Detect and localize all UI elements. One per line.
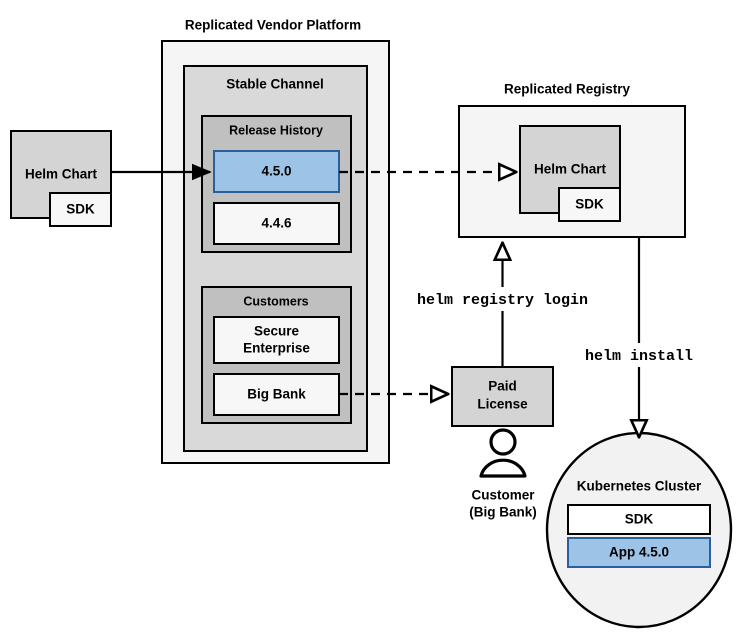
release-item-4-4-6-label: 4.4.6 (261, 216, 292, 231)
cmd-install-backdrop (565, 343, 715, 367)
cluster-item-sdk-label: SDK (625, 512, 654, 527)
person-body-icon (479, 458, 527, 478)
customer-item-secure-enterprise[interactable] (213, 316, 340, 364)
release-item-4-4-6[interactable] (213, 202, 340, 245)
release-item-4-5-0-label: 4.5.0 (261, 164, 291, 179)
cluster-item-app-label: App 4.5.0 (609, 545, 669, 560)
paid-license-line1: Paid (488, 379, 517, 394)
cluster-item-sdk[interactable] (567, 504, 711, 535)
source-helm-chart-node: Helm Chart SDK (10, 130, 112, 227)
source-sdk-label: SDK (66, 202, 95, 217)
release-item-4-5-0[interactable] (213, 150, 340, 193)
platform-title: Replicated Vendor Platform (185, 18, 361, 33)
release-history-title: Release History (229, 123, 323, 137)
customer-item-secure-enterprise-line1: Secure (254, 324, 300, 339)
source-sdk-box (49, 192, 112, 227)
kubernetes-cluster-node: Kubernetes Cluster SDK App 4.5.0 (545, 431, 733, 629)
customer-item-big-bank-label: Big Bank (247, 387, 306, 402)
cluster-title: Kubernetes Cluster (577, 479, 702, 494)
cmd-registry-login-backdrop (396, 287, 609, 311)
customer-label-line2: (Big Bank) (469, 505, 537, 520)
paid-license-line2: License (477, 397, 528, 412)
customer-actor: Customer (Big Bank) (469, 428, 537, 520)
customer-item-secure-enterprise-line2: Enterprise (243, 341, 310, 356)
customer-item-big-bank[interactable] (213, 373, 340, 416)
customer-label-line1: Customer (471, 488, 535, 503)
replicated-registry-container: Helm Chart SDK (458, 105, 686, 238)
registry-sdk-label: SDK (575, 197, 604, 212)
registry-helm-chart-label: Helm Chart (534, 162, 607, 177)
command-registry-login: helm registry login (417, 292, 588, 309)
stable-channel-title: Stable Channel (226, 77, 324, 92)
source-helm-chart-label: Helm Chart (25, 167, 98, 182)
paid-license-node: Paid License (451, 366, 554, 427)
registry-title: Replicated Registry (504, 82, 631, 97)
cluster-item-app[interactable] (567, 537, 711, 568)
person-head-icon (489, 428, 517, 456)
registry-sdk-box (558, 187, 621, 222)
command-helm-install: helm install (585, 348, 693, 365)
customers-title: Customers (243, 294, 308, 308)
vendor-platform-container: Stable Channel Release History 4.5.0 4.4… (161, 40, 390, 464)
